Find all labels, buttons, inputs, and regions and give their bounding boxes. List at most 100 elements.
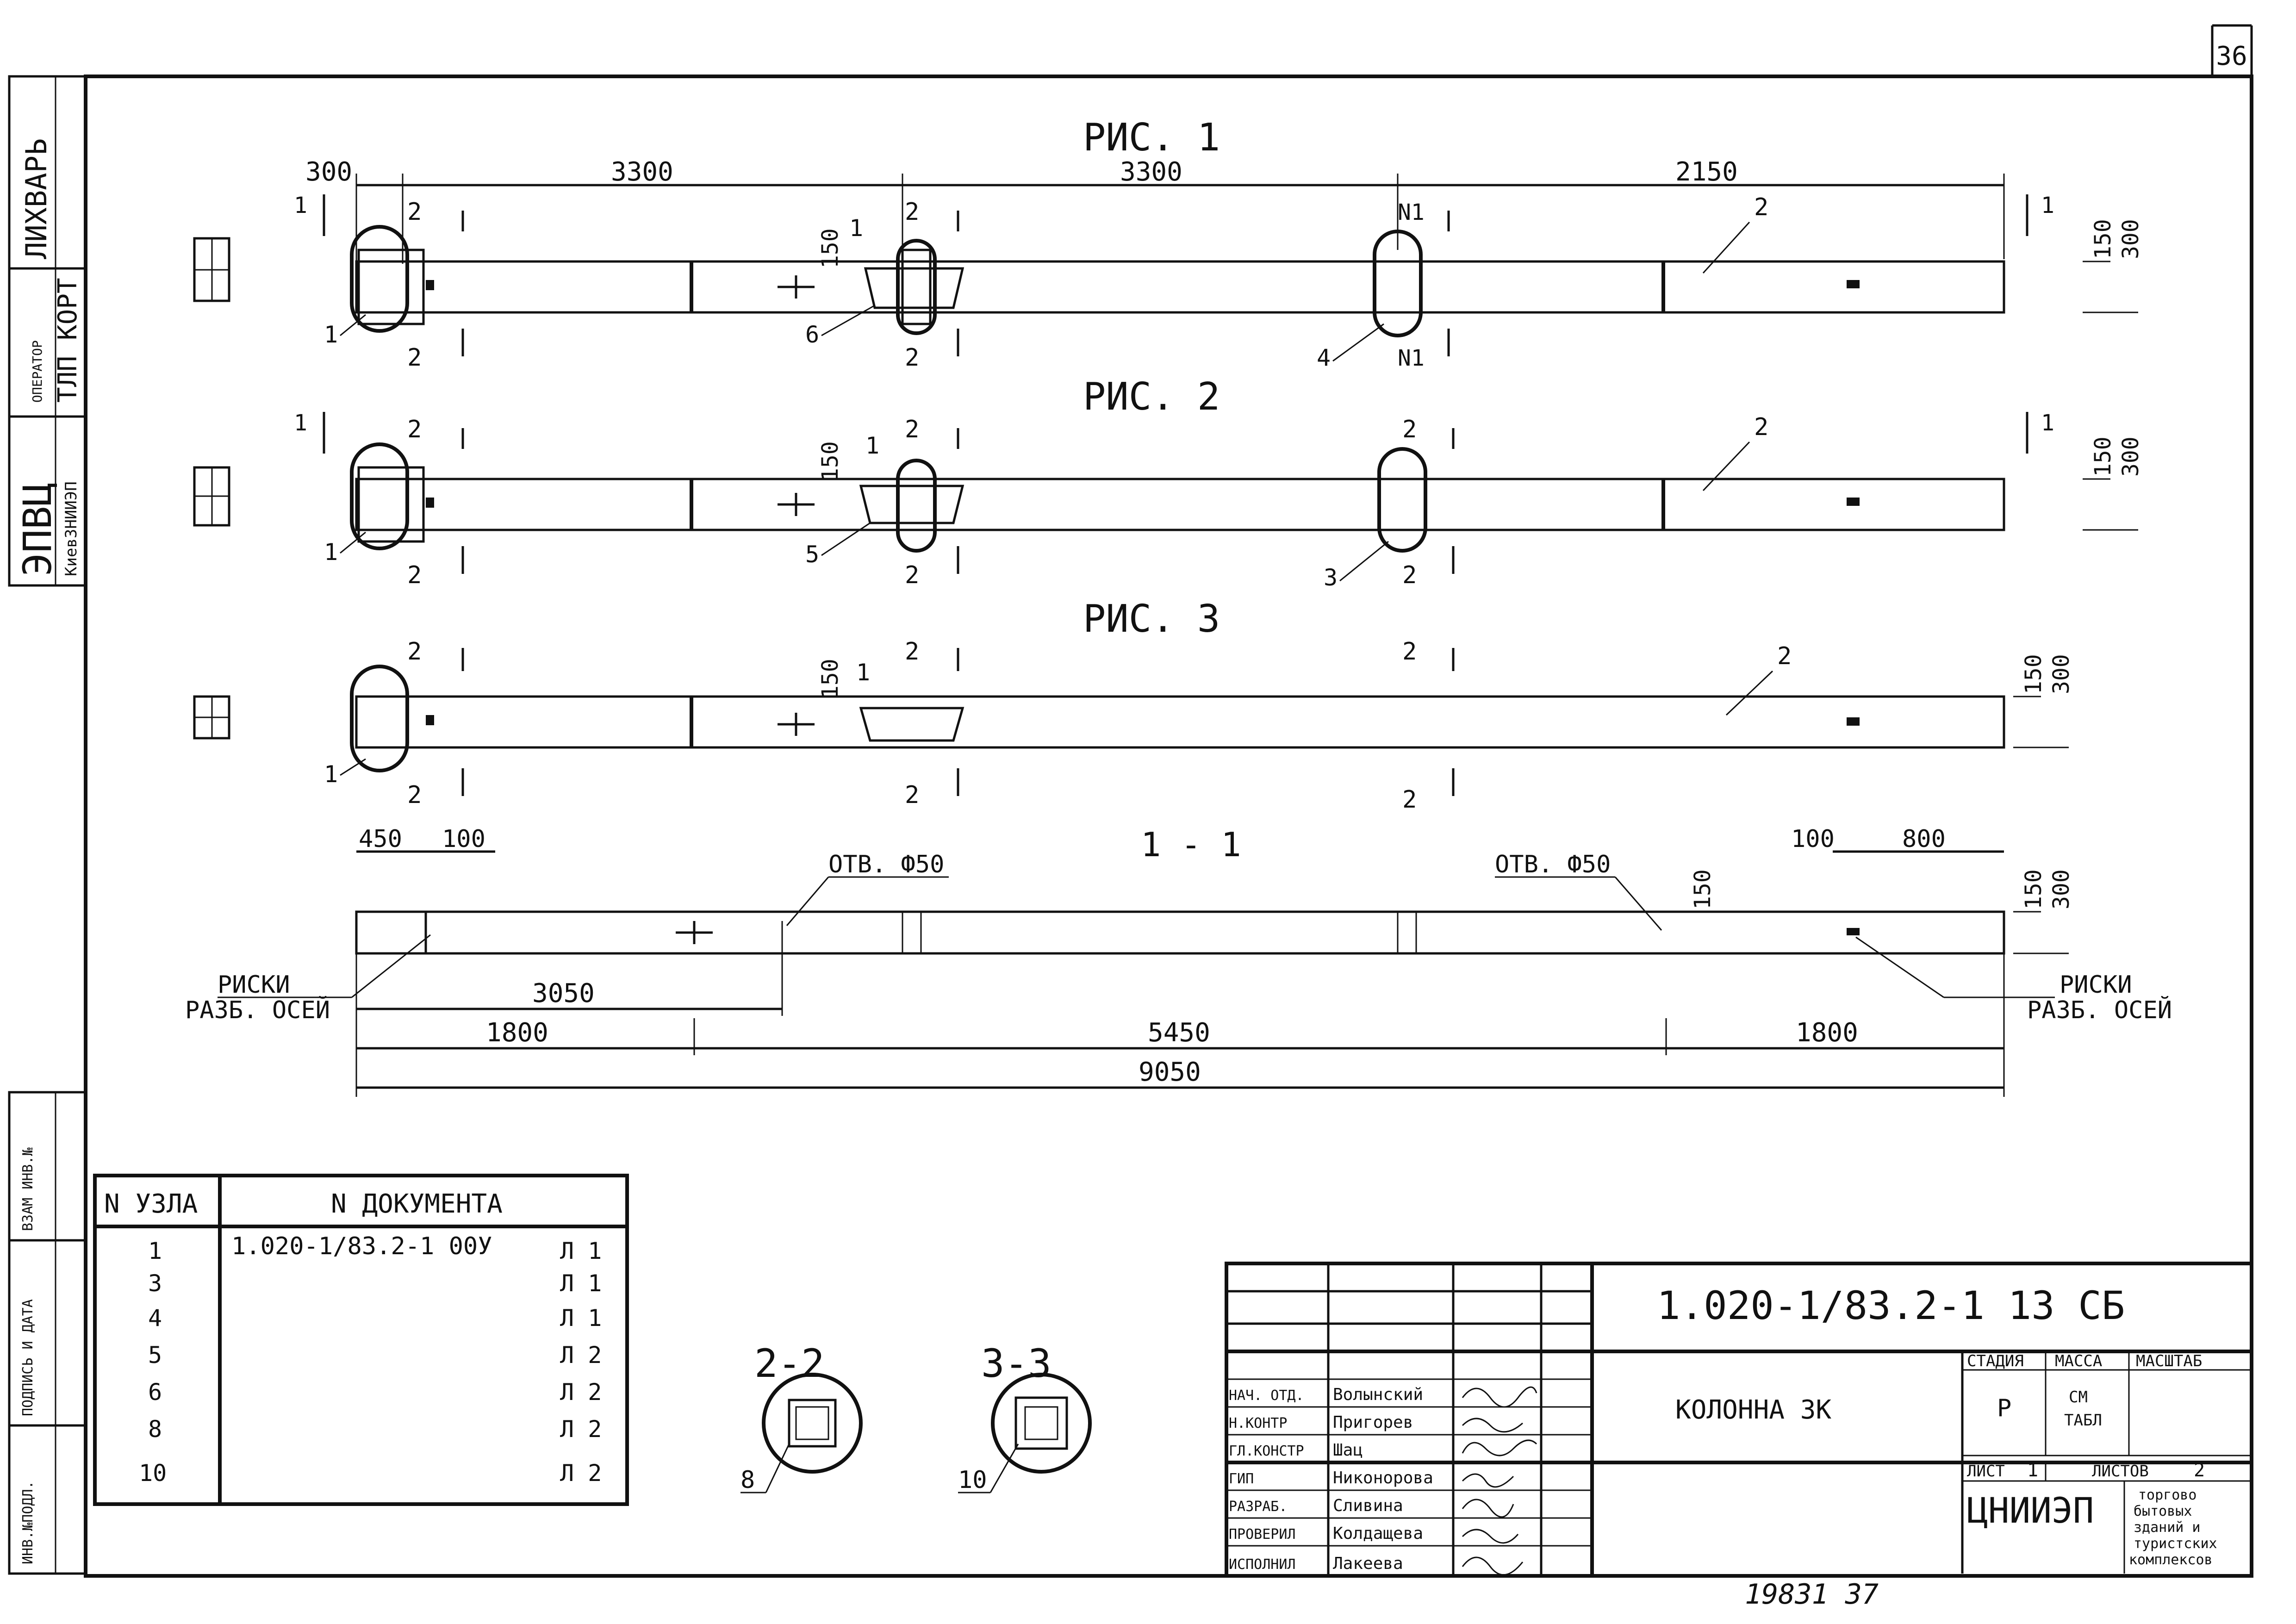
sec-marks-right-2: РАЗБ. ОСЕЙ: [2027, 996, 2172, 1024]
tb-code: 1.020-1/83.2-1 13 СБ: [1657, 1283, 2125, 1328]
tb-org-desc-4: туристских: [2134, 1536, 2217, 1552]
signature-scribble: [1462, 1529, 1519, 1544]
fig2-ref-5: 5: [805, 541, 819, 568]
fig1-vdim-300: 300: [2118, 219, 2144, 259]
fig2-ref-1-left: 1: [324, 539, 338, 566]
fig1-ref-2: 2: [1754, 193, 1768, 221]
fig2-cut-right: 1: [2041, 410, 2054, 436]
page-number: 36: [2216, 41, 2247, 71]
fig3-cut-2b: 2: [407, 781, 422, 809]
fig1-cut-left: 1: [294, 193, 307, 218]
strip-org: ЭПВЦ: [15, 483, 60, 576]
sec-dim-450: 450: [359, 825, 402, 853]
signature-scribble: [1462, 1473, 1514, 1488]
signature-scribble: [1462, 1556, 1524, 1576]
fig1-cut-2c: 2: [905, 198, 919, 226]
fig2-cut-2b: 2: [407, 561, 422, 589]
tb-role: ГЛ.КОНСТР: [1229, 1443, 1304, 1459]
tb-sheet-label: ЛИСТ: [1967, 1462, 2005, 1481]
figure-1-title: РИС. 1: [1083, 116, 1220, 160]
fig1-cut-2a: 2: [407, 198, 422, 226]
fig3-cut-2a: 2: [407, 638, 422, 666]
fig1-ref-6: 6: [805, 321, 819, 348]
tb-role-name: Пригорев: [1333, 1413, 1413, 1432]
fig1-cut-n1a: N1: [1398, 199, 1425, 225]
tb-sheets-label: ЛИСТОВ: [2092, 1462, 2149, 1481]
sec-vdim-150-mid: 150: [1690, 869, 1716, 909]
signature-scribble: [1462, 1418, 1523, 1433]
fig2-cut-2d: 2: [905, 561, 919, 589]
node-table: N УЗЛА N ДОКУМЕНТА 1.020-1/83.2-1 00У 1 …: [93, 1174, 629, 1506]
section-1-1-title: 1 - 1: [1141, 825, 1241, 864]
fig3-ref-2: 2: [1777, 642, 1792, 670]
node-table-row-sheet: Л 2: [560, 1416, 602, 1443]
section-3-3: 3-3 10: [958, 1341, 1092, 1494]
fig1-ref-1-left: 1: [324, 321, 338, 348]
left-stamp-strip: ЛИХВАРЬ ОПЕРАТОР ТЛП КОРТ ЭПВЦ КиевЗНИИЭ…: [8, 75, 87, 1575]
fig2-cut-2c: 2: [905, 416, 919, 443]
node-table-row: 5: [148, 1342, 162, 1369]
tb-stage-label: СТАДИЯ: [1967, 1352, 2024, 1370]
sec-marks-left-2: РАЗБ. ОСЕЙ: [185, 996, 330, 1024]
tb-org-desc-2: бытовых: [2134, 1503, 2192, 1519]
fig3-ref-150: 150: [817, 659, 843, 699]
tb-org-desc-5: комплексов: [2129, 1552, 2213, 1568]
tb-role-name: Волынский: [1333, 1385, 1423, 1404]
section-3-3-title: 3-3: [981, 1341, 1052, 1386]
sec-vdim-300: 300: [2048, 869, 2074, 909]
sec-hole-right: ОТВ. Ф50: [1495, 851, 1611, 878]
strip-label-inv: ИНВ.№ПОДЛ.: [20, 1481, 36, 1564]
tb-role-name: Сливина: [1333, 1496, 1403, 1515]
strip-org-sub: КиевЗНИИЭП: [62, 481, 81, 576]
fig3-cut-2c: 2: [905, 638, 919, 666]
section-3-3-ref: 10: [958, 1466, 987, 1494]
tb-org: ЦНИИЭП: [1967, 1490, 2094, 1531]
fig3-cut-2d: 2: [905, 781, 919, 809]
tb-role: ИСПОЛНИЛ: [1229, 1556, 1296, 1573]
strip-label-sign: ПОДПИСЬ И ДАТА: [20, 1299, 36, 1416]
tb-role-name: Лакеева: [1333, 1554, 1403, 1573]
tb-role-name: Колдащева: [1333, 1524, 1423, 1543]
tb-mass-label: МАССА: [2055, 1352, 2102, 1370]
tb-role: Н.КОНТР: [1229, 1415, 1287, 1431]
fig2-cut-2f: 2: [1402, 561, 1417, 589]
fig1-dim-300: 300: [305, 157, 352, 187]
node-table-row: 8: [148, 1416, 162, 1443]
fig1-cut-2b: 2: [407, 344, 422, 372]
fig3-ref-1-mid: 1: [856, 659, 870, 686]
tb-role: ПРОВЕРИЛ: [1229, 1526, 1296, 1543]
fig1-cut-right: 1: [2041, 193, 2054, 218]
fig2-cut-2a: 2: [407, 416, 422, 443]
node-table-row: 4: [148, 1305, 162, 1332]
sec-dim-1800-left: 1800: [486, 1018, 548, 1048]
sec-dim-100-left: 100: [442, 825, 485, 853]
title-block: 1.020-1/83.2-1 13 СБ КОЛОННА 3К СТАДИЯ М…: [1225, 1262, 2253, 1578]
tb-role: РАЗРАБ.: [1229, 1499, 1287, 1515]
fig3-cut-2e: 2: [1402, 638, 1417, 666]
tb-scale-label: МАСШТАБ: [2136, 1352, 2202, 1370]
section-2-2-ref: 8: [740, 1466, 755, 1494]
fig1-dim-3300-b: 3300: [1120, 157, 1182, 187]
node-table-doc: 1.020-1/83.2-1 00У: [231, 1232, 492, 1260]
tb-org-desc-3: зданий и: [2134, 1519, 2201, 1536]
signature-scribble: [1462, 1439, 1537, 1456]
section-2-2: 2-2 8: [740, 1341, 863, 1494]
fig3-ref-1-left: 1: [324, 761, 338, 788]
sheet-frame: 36: [84, 24, 2253, 1578]
figure-2: РИС. 2 1 1 2 2 2 2 2 2 150 1 5 3: [193, 375, 2144, 591]
fig2-ref-150: 150: [817, 441, 843, 481]
signature-scribble: [1462, 1499, 1514, 1518]
fig2-cut-2e: 2: [1402, 416, 1417, 443]
tb-role: НАЧ. ОТД.: [1229, 1388, 1304, 1404]
fig1-cut-n1b: N1: [1398, 345, 1425, 371]
strip-operator-value: ТЛП КОРТ: [53, 278, 83, 403]
strip-label-replace: ВЗАМ ИНВ.№: [20, 1147, 36, 1231]
figure-3: РИС. 3 2 2 2 2 2 2 150 1 1 2 150 300: [193, 597, 2074, 814]
section-1-1: 1 - 1 450 100 100 800 ОТВ. Ф50 ОТВ. Ф50 …: [185, 825, 2172, 1097]
strip-operator-label: ОПЕРАТОР: [30, 340, 45, 403]
node-table-row: 6: [148, 1379, 162, 1406]
fig1-dim-2150: 2150: [1675, 157, 1738, 187]
sec-dim-1800-right: 1800: [1796, 1018, 1858, 1048]
node-table-row-sheet: Л 1: [560, 1270, 602, 1297]
